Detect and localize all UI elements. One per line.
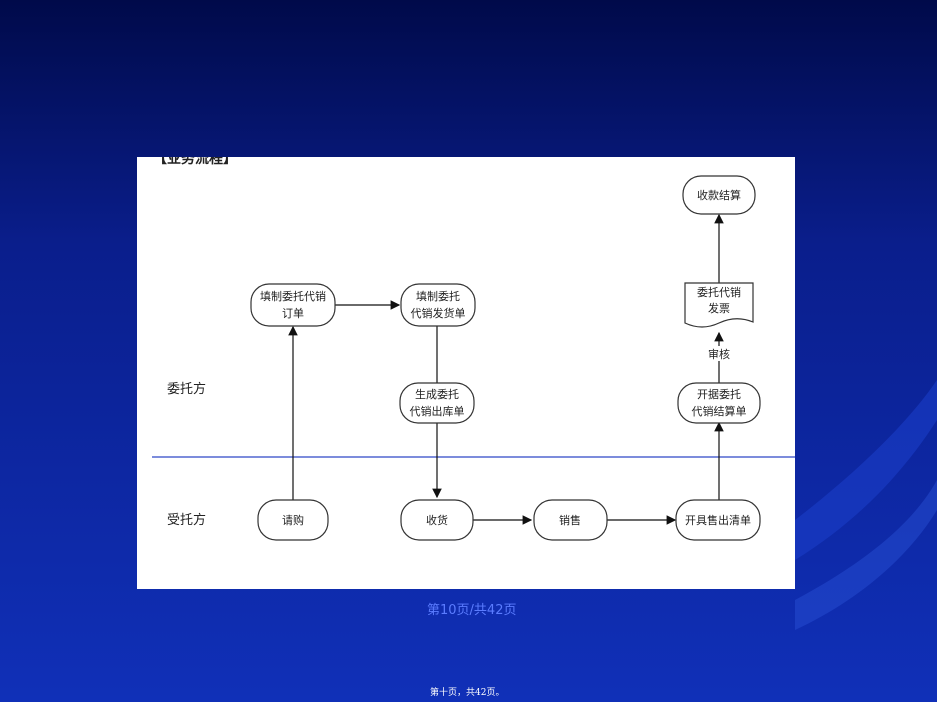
node-fill-delivery: 填制委托 代销发货单	[400, 283, 476, 327]
svg-text:委托代销: 委托代销	[697, 285, 741, 299]
flowchart: 【业务流程】 委托方 受托方 审核 填制委托代销 订单 填制委托 代销发货单	[152, 157, 795, 541]
node-fill-order: 填制委托代销 订单	[250, 283, 336, 327]
diagram-panel: 【业务流程】 委托方 受托方 审核 填制委托代销 订单 填制委托 代销发货单	[137, 157, 795, 589]
svg-text:填制委托: 填制委托	[416, 289, 460, 303]
svg-text:开具售出清单: 开具售出清单	[685, 513, 751, 527]
node-outbound: 生成委托 代销出库单	[399, 382, 475, 424]
node-receive: 收货	[400, 499, 474, 541]
svg-text:开据委托: 开据委托	[697, 387, 741, 401]
node-purchase-request: 请购	[257, 499, 329, 541]
node-collect: 收款结算	[682, 175, 756, 215]
lane-label-top: 委托方	[167, 381, 206, 397]
edge-label-review: 审核	[708, 347, 730, 361]
cropped-header: 【业务流程】	[153, 157, 237, 167]
svg-text:发票: 发票	[708, 301, 730, 315]
node-sell: 销售	[533, 499, 608, 541]
page-indicator: 第10页/共42页	[427, 603, 517, 618]
lane-label-bottom: 受托方	[167, 512, 206, 528]
node-invoice-document: 委托代销 发票	[684, 282, 754, 328]
svg-text:销售: 销售	[559, 513, 581, 527]
svg-text:生成委托: 生成委托	[415, 387, 459, 401]
node-issue-settlement: 开据委托 代销结算单	[677, 382, 761, 424]
svg-text:收货: 收货	[426, 513, 448, 527]
svg-text:代销结算单: 代销结算单	[692, 404, 747, 418]
swoosh-decoration	[795, 480, 937, 630]
node-sales-list: 开具售出清单	[675, 499, 761, 541]
svg-text:代销发货单: 代销发货单	[411, 306, 466, 320]
edge-label-bg	[705, 346, 733, 361]
svg-text:请购: 请购	[282, 513, 304, 527]
svg-text:代销出库单: 代销出库单	[410, 404, 465, 418]
swoosh-decoration	[795, 380, 937, 560]
footer-text: 第十页，共42页。	[430, 688, 505, 698]
svg-text:订单: 订单	[282, 307, 304, 320]
svg-text:填制委托代销: 填制委托代销	[260, 289, 326, 303]
svg-text:收款结算: 收款结算	[697, 188, 741, 202]
